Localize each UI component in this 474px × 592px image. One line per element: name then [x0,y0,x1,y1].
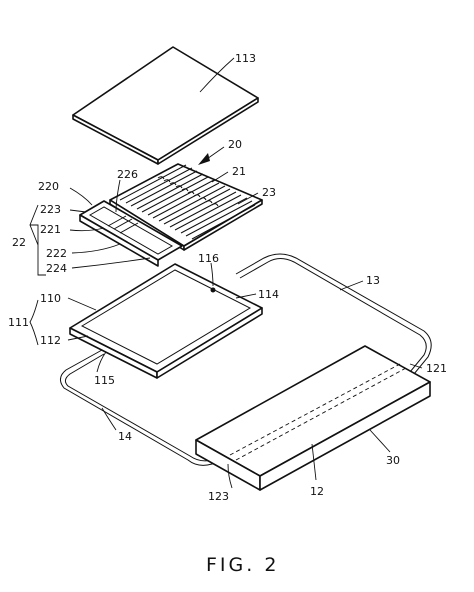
label-116: 116 [198,252,219,265]
label-13: 13 [366,274,380,287]
label-220: 220 [38,180,59,193]
label-221: 221 [40,223,61,236]
label-115: 115 [94,374,115,387]
label-113: 113 [235,52,256,65]
label-114: 114 [258,288,279,301]
label-110: 110 [40,292,61,305]
heat-spreader-30 [195,345,431,491]
figure-caption: FIG. 2 [206,554,279,576]
label-23: 23 [262,186,276,199]
label-22: 22 [12,236,26,249]
label-14: 14 [118,430,132,443]
base-chamber-22 [79,200,183,267]
label-123: 123 [208,490,229,503]
label-112: 112 [40,334,61,347]
reference-labels: 113 20 21 23 226 220 223 221 22 222 224 … [8,52,447,503]
frame-111 [69,263,263,379]
label-20: 20 [228,138,242,151]
label-222: 222 [46,247,67,260]
leader-lines [29,171,423,489]
label-21: 21 [232,165,246,178]
label-223: 223 [40,203,61,216]
assembly-arrow-20 [198,146,225,165]
label-121: 121 [426,362,447,375]
label-30: 30 [386,454,400,467]
label-12: 12 [310,485,324,498]
label-226: 226 [117,168,138,181]
label-111: 111 [8,316,29,329]
cover-plate-113 [72,46,259,165]
label-224: 224 [46,262,67,275]
